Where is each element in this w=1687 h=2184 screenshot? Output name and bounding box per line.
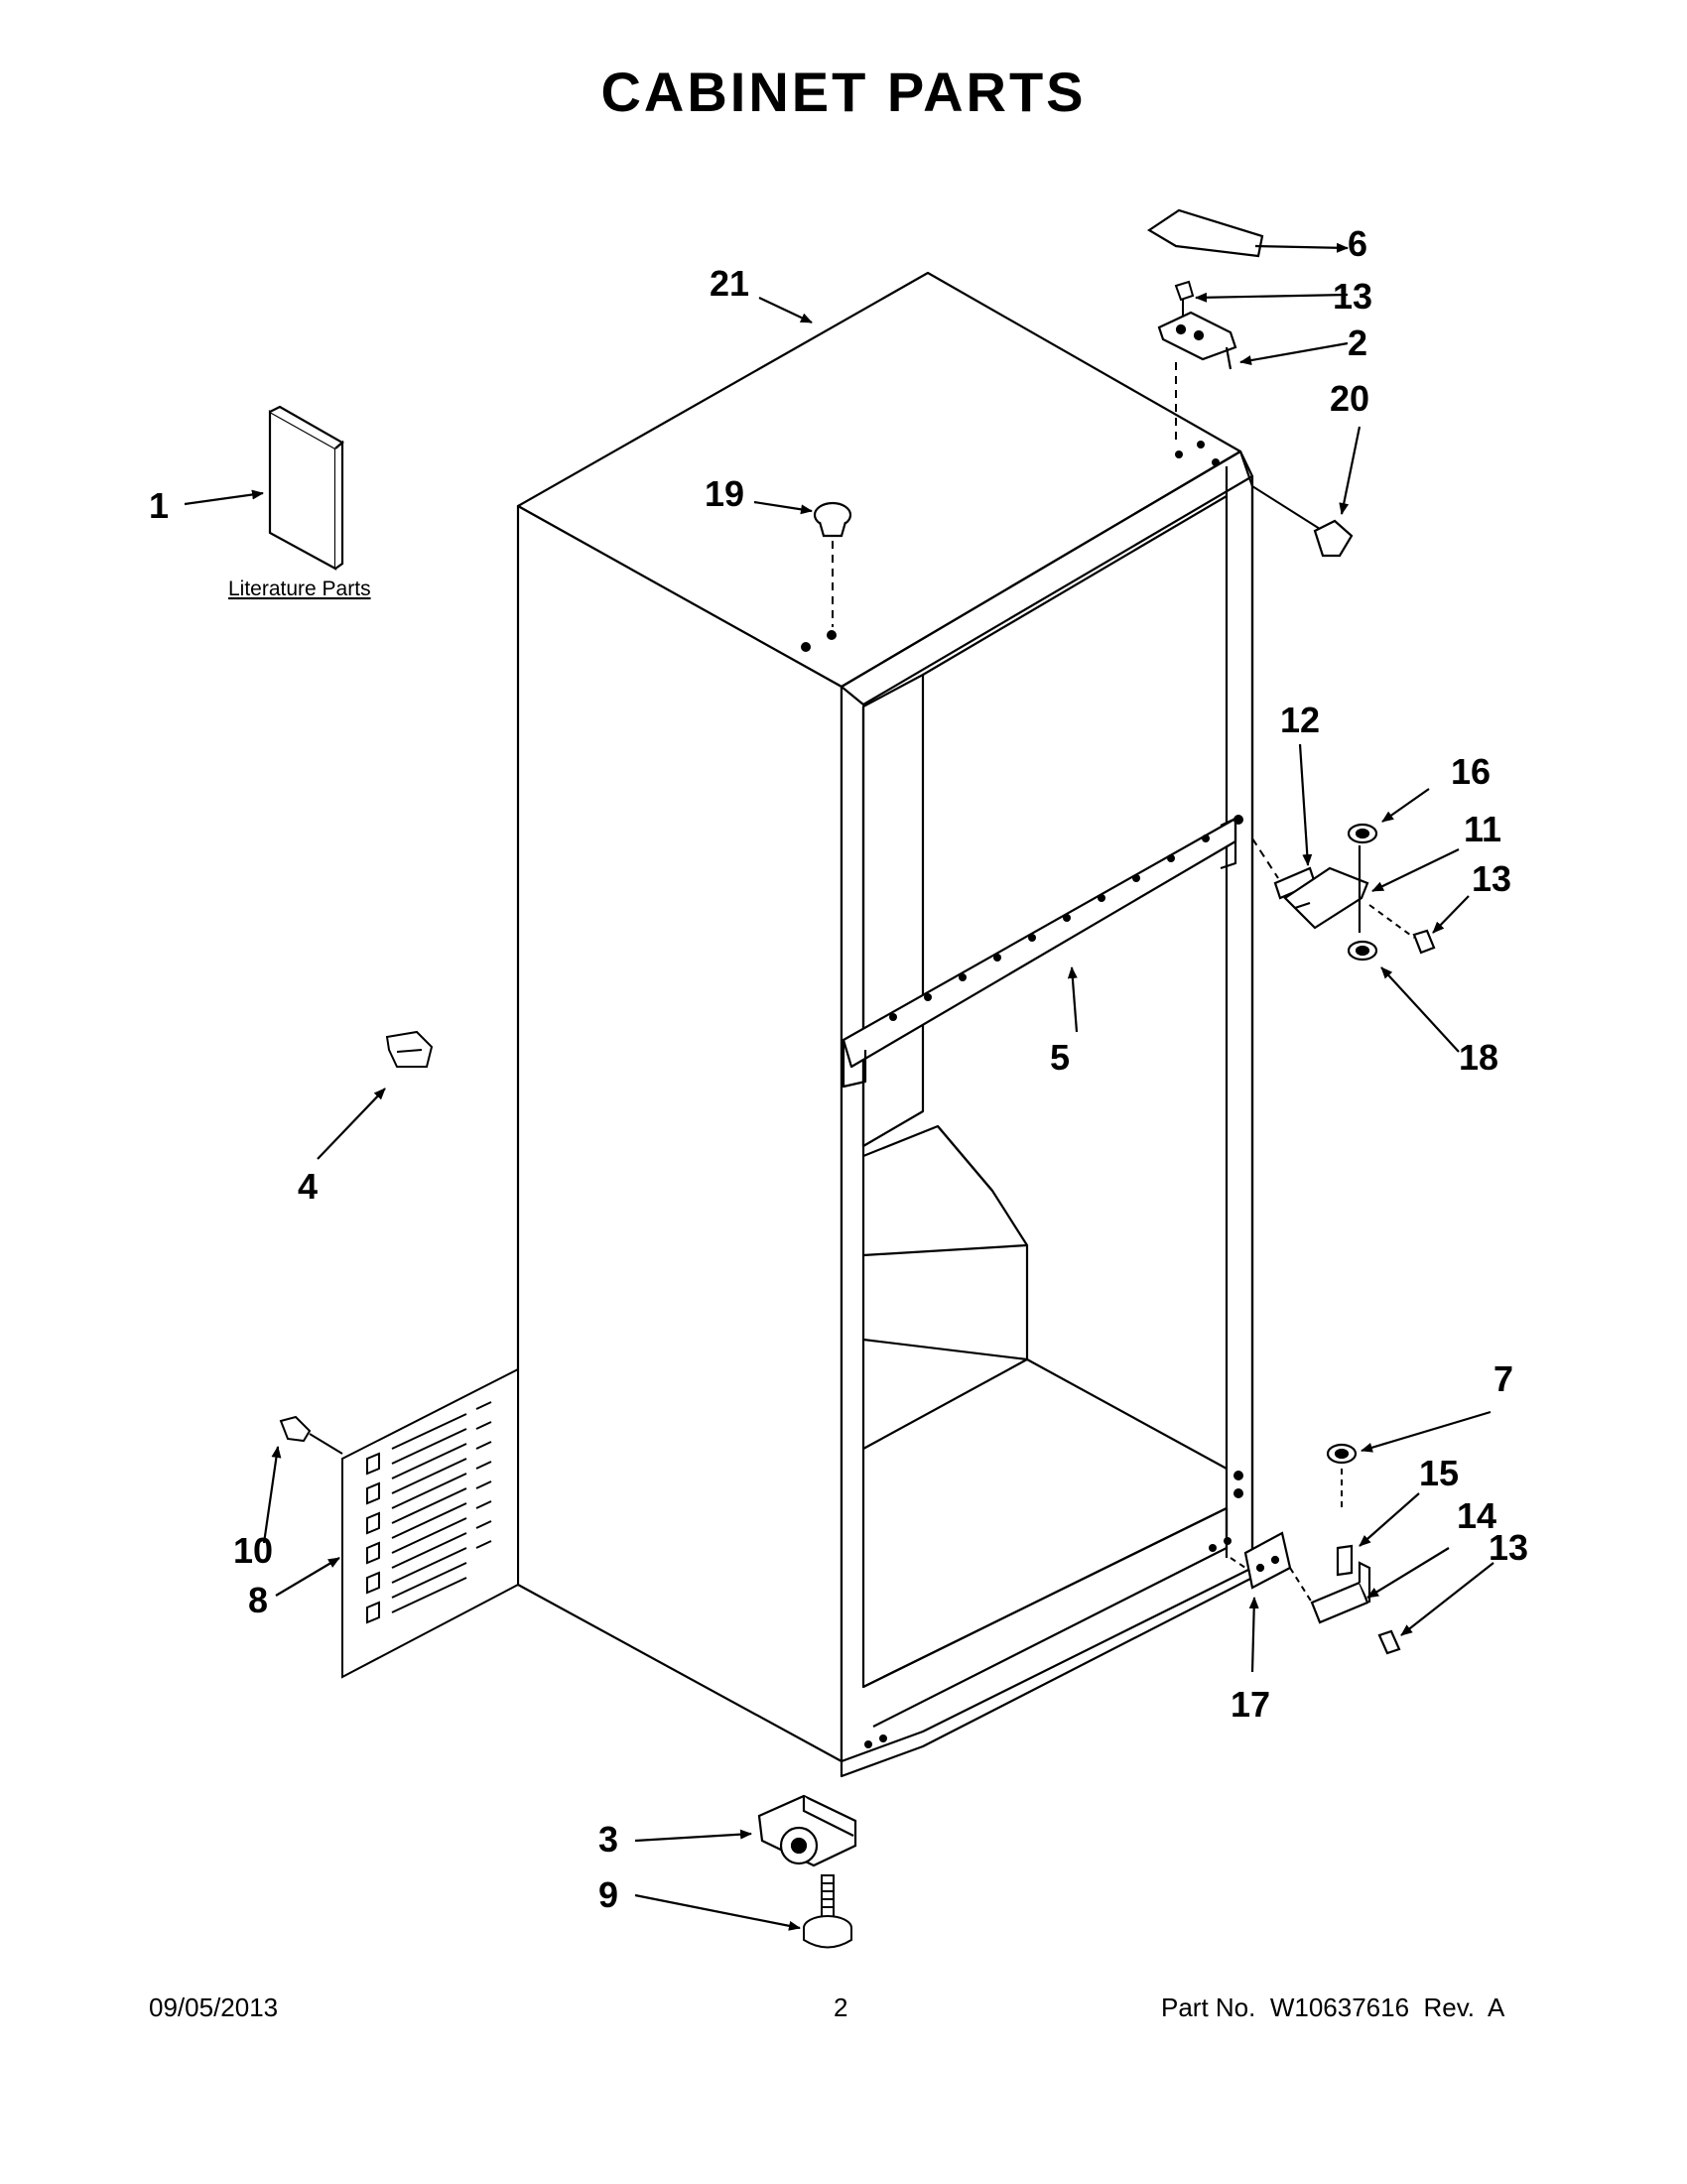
leader-arrows — [184, 242, 1494, 1931]
callout-10: 10 — [233, 1530, 273, 1571]
callout-8: 8 — [248, 1580, 268, 1620]
roller-assembly — [757, 1794, 857, 1867]
callout-20: 20 — [1330, 378, 1369, 419]
callout-1: 1 — [149, 485, 169, 526]
callout-13-bottom: 13 — [1489, 1527, 1528, 1568]
callout-16: 16 — [1451, 751, 1491, 792]
callout-2: 2 — [1348, 322, 1367, 363]
callout-17: 17 — [1231, 1684, 1270, 1725]
callout-3: 3 — [598, 1819, 618, 1860]
callout-14: 14 — [1457, 1495, 1496, 1536]
hinge-cover — [1146, 208, 1264, 258]
callout-13-top: 13 — [1333, 276, 1372, 317]
callout-21: 21 — [710, 263, 749, 304]
callout-6: 6 — [1348, 223, 1367, 264]
callout-5: 5 — [1050, 1037, 1070, 1078]
callout-19: 19 — [705, 473, 744, 514]
footer-page-number: 2 — [834, 1992, 848, 2022]
literature-booklet — [268, 405, 344, 571]
clip-part — [385, 1030, 434, 1068]
center-hinge-assembly — [1273, 823, 1436, 962]
callout-15: 15 — [1419, 1453, 1459, 1493]
callout-4: 4 — [298, 1166, 318, 1207]
callout-11: 11 — [1464, 809, 1501, 849]
top-hinge — [1157, 311, 1237, 370]
page-title: CABINET PARTS — [600, 61, 1087, 123]
callout-7: 7 — [1493, 1358, 1513, 1399]
callout-12: 12 — [1280, 700, 1320, 740]
leveling-leg — [803, 1874, 852, 1949]
literature-parts-label: Literature Parts — [228, 578, 371, 600]
rear-access-panel — [341, 1367, 519, 1679]
cabinet-body — [516, 271, 1254, 1778]
panel-screw — [279, 1415, 312, 1443]
footer-part-number: Part No. W10637616 Rev. A — [1161, 1992, 1505, 2022]
callout-9: 9 — [598, 1874, 618, 1915]
plug-button — [813, 501, 852, 538]
bottom-hinge-assembly — [1243, 1443, 1401, 1655]
callout-13-middle: 13 — [1472, 858, 1511, 899]
door-stop — [1313, 519, 1354, 558]
callout-18: 18 — [1459, 1037, 1498, 1078]
footer-date: 09/05/2013 — [149, 1992, 279, 2022]
